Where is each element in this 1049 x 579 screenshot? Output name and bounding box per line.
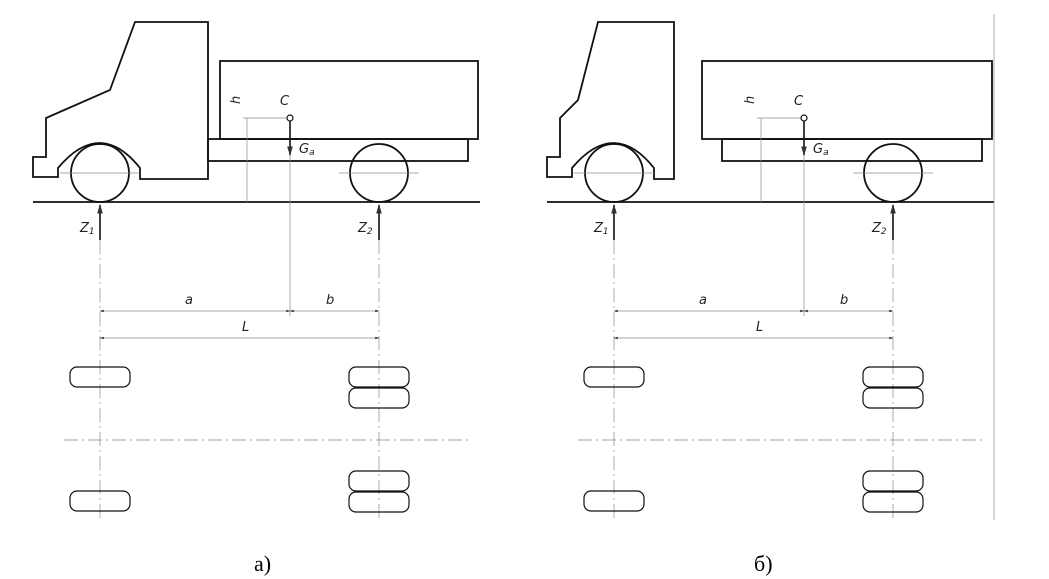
dim-a-label: a xyxy=(185,293,193,308)
front-right-tyre xyxy=(583,490,645,512)
dim-L-label: L xyxy=(756,320,763,335)
center-of-gravity xyxy=(800,114,808,122)
cab xyxy=(546,21,675,180)
rear-right-tyre-outer xyxy=(862,491,924,513)
rear-reaction-label: Z2 xyxy=(357,221,373,237)
panel-a: h C Ga Z1 Z2 a b L а) xyxy=(32,21,480,576)
center-label: C xyxy=(280,94,290,109)
rear-right-tyre-inner xyxy=(348,470,410,492)
center-label: C xyxy=(794,94,804,109)
cargo-body xyxy=(219,60,479,140)
dim-a-label: a xyxy=(699,293,707,308)
caption-a: а) xyxy=(254,551,271,576)
cargo-body xyxy=(701,60,993,140)
weight-label: Ga xyxy=(813,142,829,158)
rear-left-tyre-inner xyxy=(348,387,410,409)
center-of-gravity xyxy=(286,114,294,122)
front-left-tyre xyxy=(583,366,645,388)
rear-left-tyre-outer xyxy=(862,366,924,388)
panel-b: h C Ga Z1 Z2 a b L б) xyxy=(546,14,995,576)
rear-left-tyre-inner xyxy=(862,387,924,409)
front-left-tyre xyxy=(69,366,131,388)
front-reaction-label: Z1 xyxy=(593,221,609,237)
height-label: h xyxy=(229,96,244,104)
front-reaction-label: Z1 xyxy=(79,221,95,237)
front-right-tyre xyxy=(69,490,131,512)
height-label: h xyxy=(743,96,758,104)
cab xyxy=(32,21,209,180)
dim-L-label: L xyxy=(242,320,249,335)
dim-b-label: b xyxy=(326,293,334,308)
rear-reaction-label: Z2 xyxy=(871,221,887,237)
weight-label: Ga xyxy=(299,142,315,158)
rear-right-tyre-outer xyxy=(348,491,410,513)
rear-left-tyre-outer xyxy=(348,366,410,388)
caption-b: б) xyxy=(754,551,773,576)
rear-right-tyre-inner xyxy=(862,470,924,492)
dim-b-label: b xyxy=(840,293,848,308)
